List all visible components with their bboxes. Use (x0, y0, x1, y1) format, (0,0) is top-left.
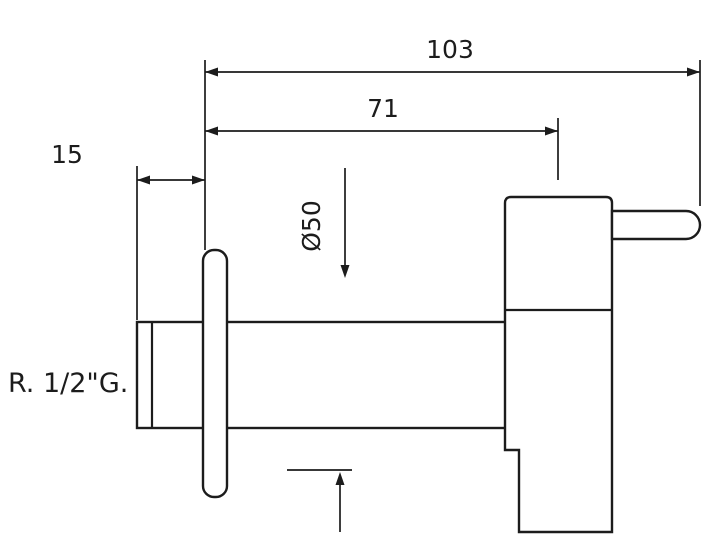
spout-tube (224, 320, 518, 430)
dim-50-arrow-up (335, 472, 345, 485)
dim-103-arrow-right (687, 67, 700, 77)
handle-lever (610, 209, 702, 241)
dim-15-arrow-right (192, 175, 205, 185)
dimension-103: 103 (204, 35, 701, 250)
faucet-outline (135, 195, 702, 534)
dim-15-arrow-left (137, 175, 150, 185)
dim-103-label: 103 (426, 35, 474, 64)
dim-103-arrow-left (205, 67, 218, 77)
valve-body (503, 195, 614, 534)
inlet-nipple (135, 320, 206, 430)
dim-50-arrow-down (340, 265, 350, 278)
dimension-diameter-50: Ø50 (287, 168, 352, 532)
dimension-15: 15 (51, 140, 205, 320)
dim-71-arrow-right (545, 126, 558, 136)
dimension-71: 71 (205, 94, 559, 180)
dim-71-label: 71 (367, 94, 399, 123)
dim-50-label: Ø50 (297, 200, 326, 252)
dim-15-label: 15 (51, 140, 83, 169)
thread-spec-label: R. 1/2"G. (8, 368, 128, 399)
dim-71-arrow-left (205, 126, 218, 136)
wall-flange (201, 248, 229, 499)
